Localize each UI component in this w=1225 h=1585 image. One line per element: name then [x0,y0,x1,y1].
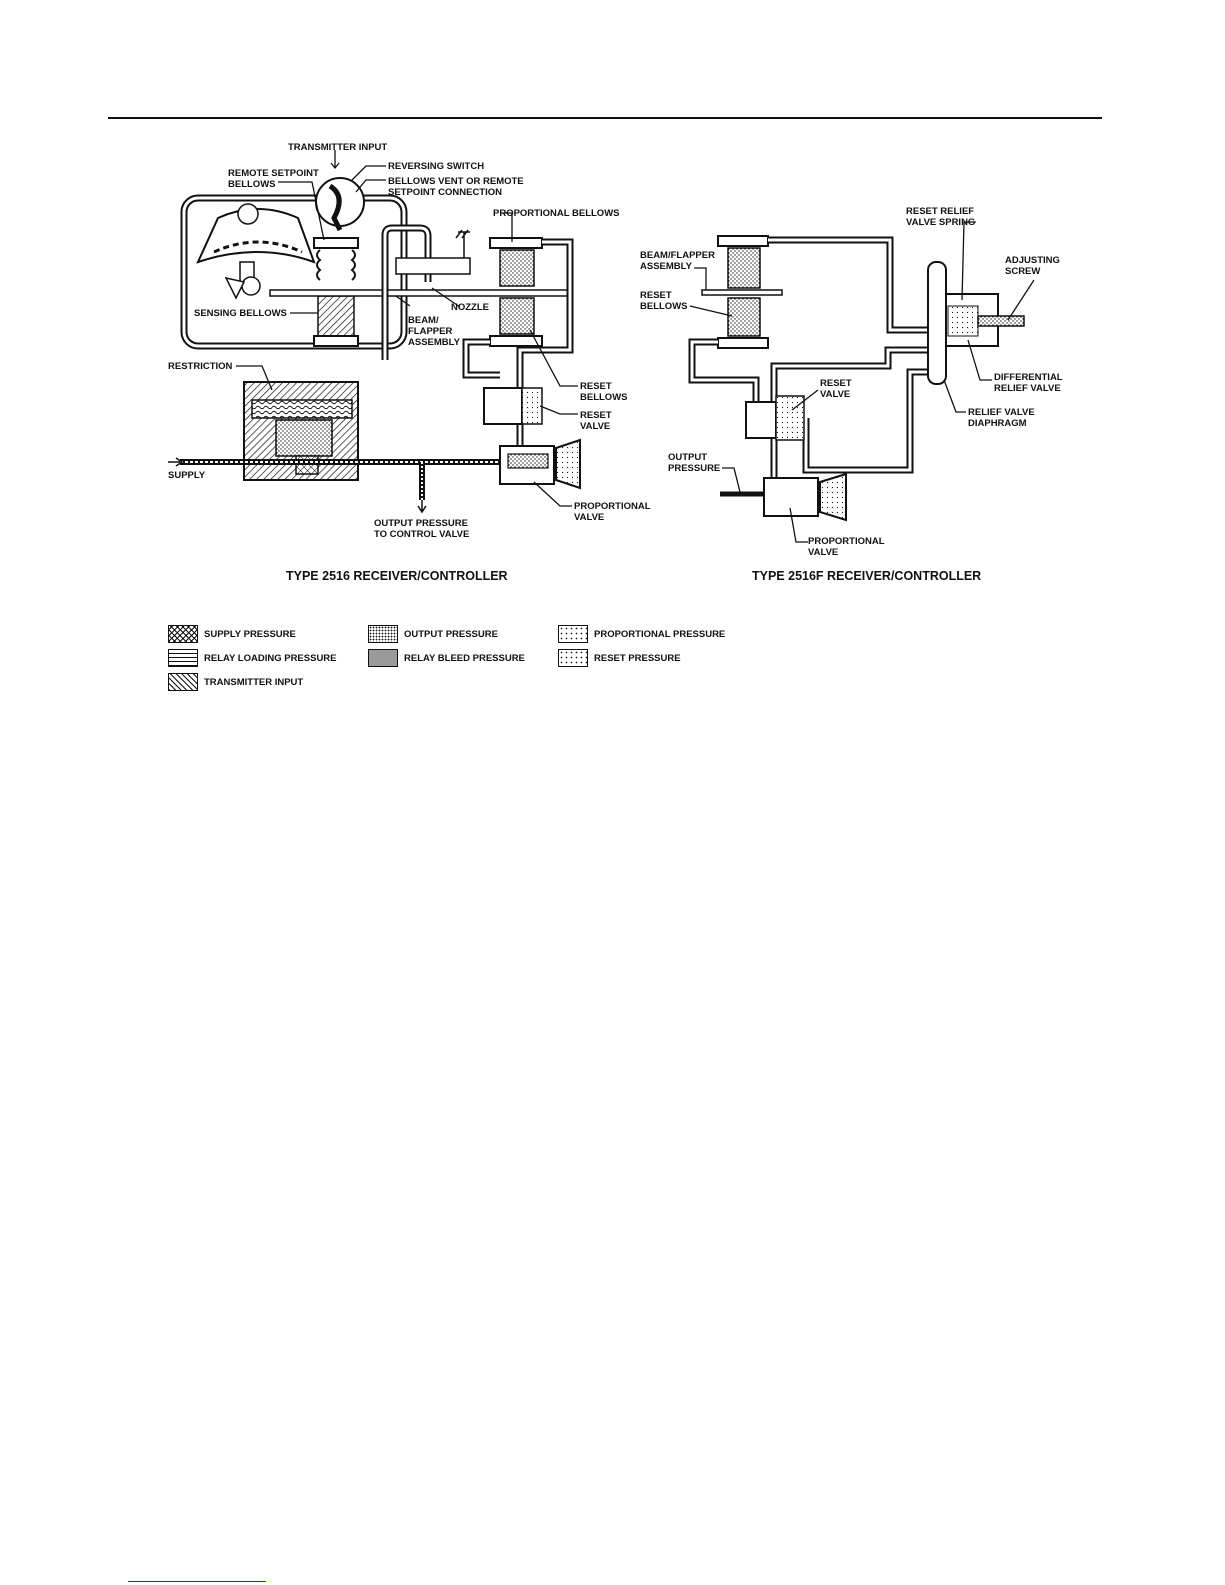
label-reset-bellows-2516f-2: BELLOWS [640,301,688,312]
output-pressure-swatch [368,625,398,643]
legend-label: TRANSMITTER INPUT [204,676,304,688]
label-prop-valve-2: VALVE [574,512,604,523]
label-proportional-bellows: PROPORTIONAL BELLOWS [493,208,620,219]
legend-label: RELAY BLEED PRESSURE [404,652,525,664]
label-nozzle: NOZZLE [451,302,489,313]
transmitter-input-swatch [168,673,198,691]
relay-bleed-pressure-swatch [368,649,398,667]
caption-2516f: TYPE 2516F RECEIVER/CONTROLLER [752,569,981,583]
label-reset-valve-1: RESET [580,410,612,421]
legend-item: RELAY BLEED PRESSURE [368,648,525,668]
legend-item: TRANSMITTER INPUT [168,672,303,692]
label-reset-valve-2516f-2: VALVE [820,389,850,400]
label-prop-valve-1: PROPORTIONAL [574,501,651,512]
reset-valve [483,387,523,425]
caption-2516: TYPE 2516 RECEIVER/CONTROLLER [286,569,508,583]
label-bellows-vent-1: BELLOWS VENT OR REMOTE [388,176,524,187]
relay-loading-pressure-swatch [168,649,198,667]
label-beam-2516f-1: BEAM/FLAPPER [640,250,715,261]
label-output-2516f-1: OUTPUT [668,452,707,463]
label-reversing-switch: REVERSING SWITCH [388,161,484,172]
reset-valve-2516f [745,401,777,439]
proportional-pressure-swatch [558,625,588,643]
label-beam-3: ASSEMBLY [408,337,461,348]
legend-item: SUPPLY PRESSURE [168,624,296,644]
label-differential-1: DIFFERENTIAL [994,372,1063,383]
label-reset-relief-1: RESET RELIEF [906,206,974,217]
receiver-controller-diagrams: TRANSMITTER INPUT REVERSING SWITCH REMOT… [168,142,1063,583]
label-bellows-vent-2: SETPOINT CONNECTION [388,187,502,198]
label-beam-2516f-2: ASSEMBLY [640,261,693,272]
label-remote-setpoint-1: REMOTE SETPOINT [228,168,319,179]
label-adjusting-2: SCREW [1005,266,1040,277]
legend-label: PROPORTIONAL PRESSURE [594,628,726,640]
label-sensing-bellows: SENSING BELLOWS [194,308,287,319]
label-reset-bellows-2: BELLOWS [580,392,628,403]
reset-pressure-swatch [558,649,588,667]
label-reset-valve-2: VALVE [580,421,610,432]
label-transmitter-input: TRANSMITTER INPUT [288,142,387,153]
label-reset-bellows-1: RESET [580,381,612,392]
prop-reset-bellows [489,237,543,347]
legend-label: SUPPLY PRESSURE [204,628,296,640]
label-output-2516f-2: PRESSURE [668,463,720,474]
header-rule [108,117,1102,119]
proportional-valve-2516f [720,472,847,522]
beam-flapper [269,289,571,297]
label-restriction: RESTRICTION [168,361,233,372]
label-prop-valve-2516f-2: VALVE [808,547,838,558]
legend-item: PROPORTIONAL PRESSURE [558,624,725,644]
label-adjusting-1: ADJUSTING [1005,255,1060,266]
diagram-2516: TRANSMITTER INPUT REVERSING SWITCH REMOT… [168,142,651,583]
legend-label: RELAY LOADING PRESSURE [204,652,337,664]
label-remote-setpoint-2: BELLOWS [228,179,276,190]
label-relief-diaphragm-2: DIAPHRAGM [968,418,1027,429]
label-relief-diaphragm-1: RELIEF VALVE [968,407,1035,418]
diagram-2516f: RESET RELIEF VALVE SPRING ADJUSTING SCRE… [640,206,1063,583]
label-output-2: TO CONTROL VALVE [374,529,469,540]
label-differential-2: RELIEF VALVE [994,383,1061,394]
gauge [196,203,316,300]
legend-item: RESET PRESSURE [558,648,681,668]
differential-relief-valve [927,261,1025,385]
legend-item: RELAY LOADING PRESSURE [168,648,337,668]
supply-pressure-swatch [168,625,198,643]
label-reset-bellows-2516f-1: RESET [640,290,672,301]
proportional-valve [499,438,581,490]
legend-label: RESET PRESSURE [594,652,681,664]
label-prop-valve-2516f-1: PROPORTIONAL [808,536,885,547]
relay [243,381,359,481]
legend-label: OUTPUT PRESSURE [404,628,498,640]
label-reset-valve-2516f-1: RESET [820,378,852,389]
label-supply: SUPPLY [168,470,206,481]
label-output-1: OUTPUT PRESSURE [374,518,468,529]
label-beam-1: BEAM/ [408,315,439,326]
pressure-legend: SUPPLY PRESSURE OUTPUT PRESSURE PROPORTI… [168,624,768,704]
label-beam-2: FLAPPER [408,326,452,337]
legend-item: OUTPUT PRESSURE [368,624,498,644]
footer-link-underline [128,1581,266,1582]
label-reset-relief-2: VALVE SPRING [906,217,975,228]
